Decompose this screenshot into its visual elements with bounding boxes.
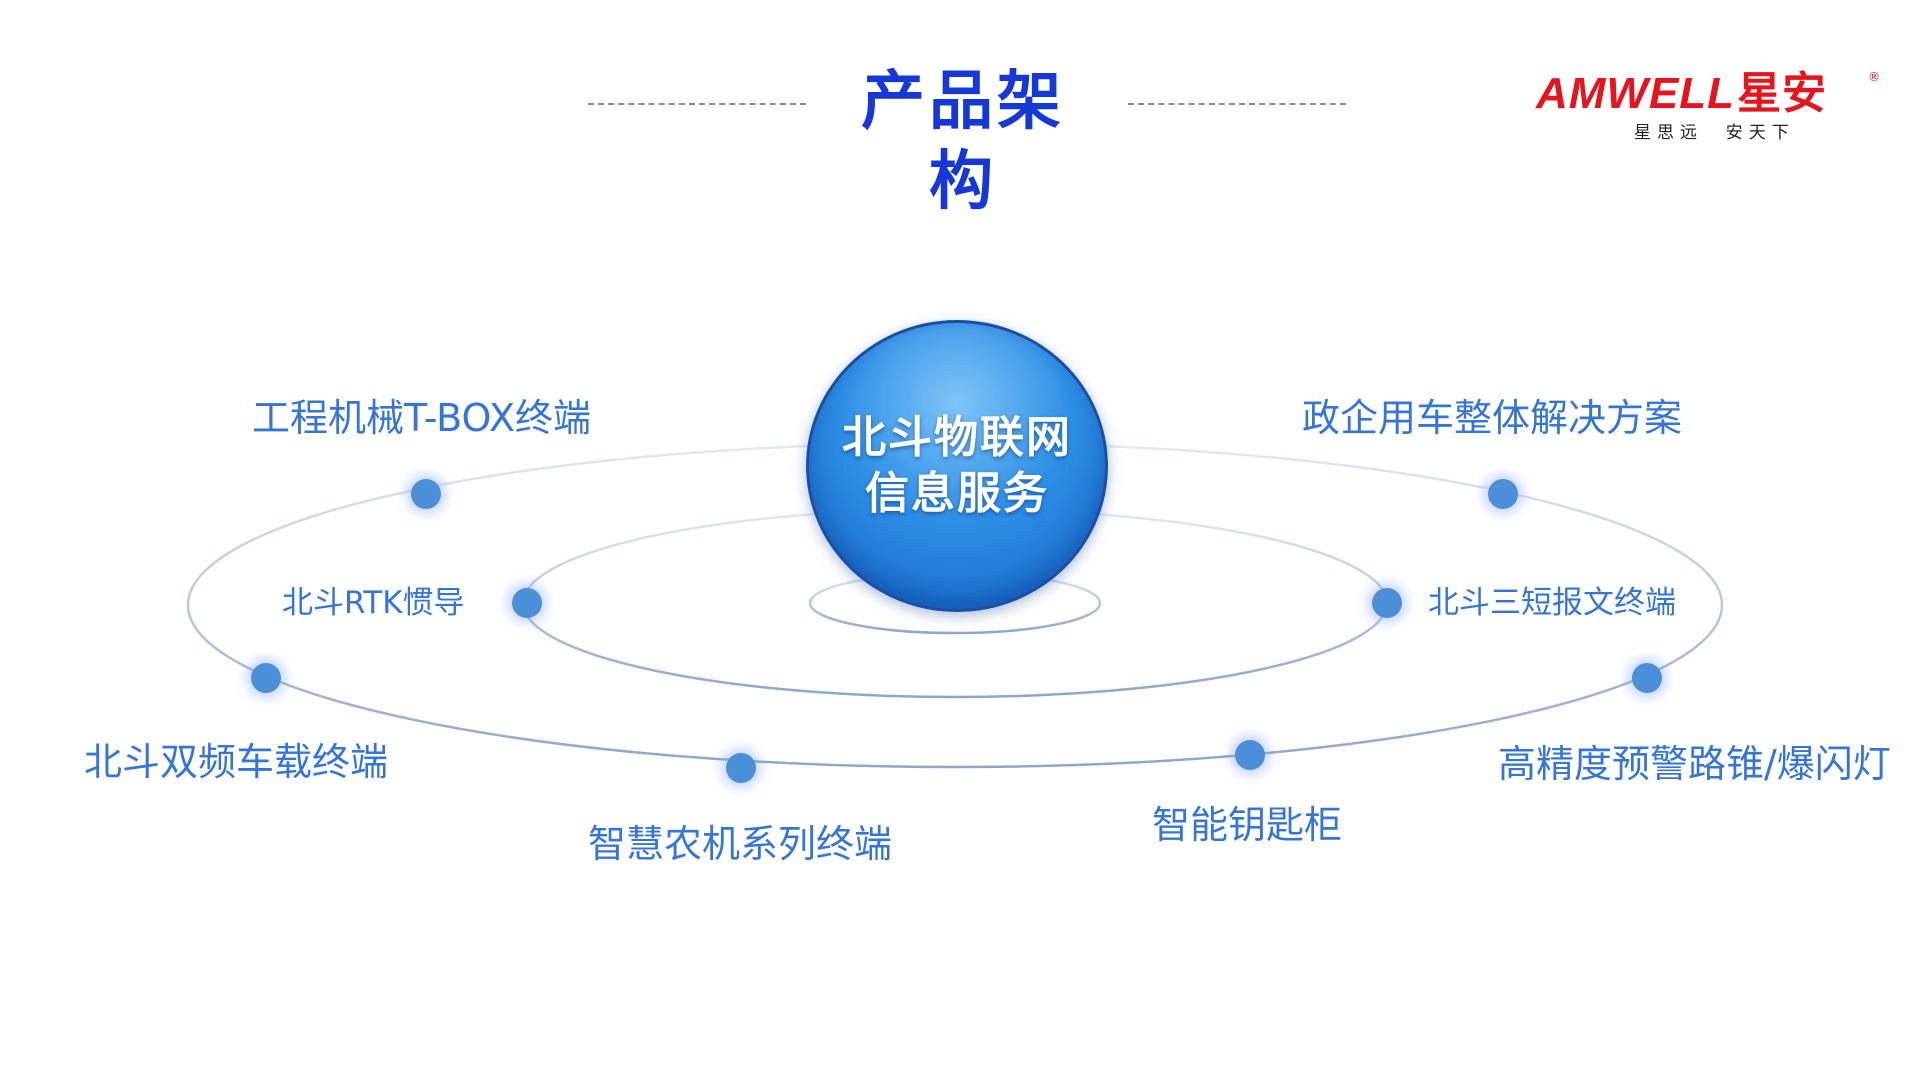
node-short-msg [1372,588,1402,618]
node-key-cabinet [1235,740,1265,770]
label-agri: 智慧农机系列终端 [588,822,893,866]
label-rtk: 北斗RTK惯导 [282,585,465,621]
node-tbox [411,479,441,509]
hub-line-1: 北斗物联网 [842,412,1072,463]
brand-chinese: 星安 [1737,68,1828,119]
label-tbox: 工程机械T-BOX终端 [252,396,591,440]
label-dual-band: 北斗双频车载终端 [84,740,389,784]
label-cone: 高精度预警路锥/爆闪灯 [1498,742,1891,786]
brand-slogan: 星思远 安天下 [1634,123,1795,143]
registered-mark: ® [1868,70,1880,84]
node-rtk [512,588,542,618]
page-title: 产品架构 [861,65,1065,219]
hub-label: 北斗物联网 信息服务 [842,410,1072,522]
label-short-msg: 北斗三短报文终端 [1428,585,1676,621]
node-dual-band [251,663,281,693]
brand-latin: AMWELL [1536,69,1736,118]
title-divider-right [1128,103,1346,105]
hub-line-2: 信息服务 [865,468,1049,519]
label-fleet: 政企用车整体解决方案 [1302,396,1683,440]
title-divider-left [588,103,806,105]
core-service-hub: 北斗物联网 信息服务 [806,320,1108,612]
brand-logo: AMWELL星安 ® 星思远 安天下 [1536,66,1886,150]
node-cone [1632,663,1662,693]
brand-wordmark: AMWELL星安 [1536,66,1827,122]
node-fleet [1488,479,1518,509]
node-agri [726,753,756,783]
label-key-cabinet: 智能钥匙柜 [1152,803,1343,847]
